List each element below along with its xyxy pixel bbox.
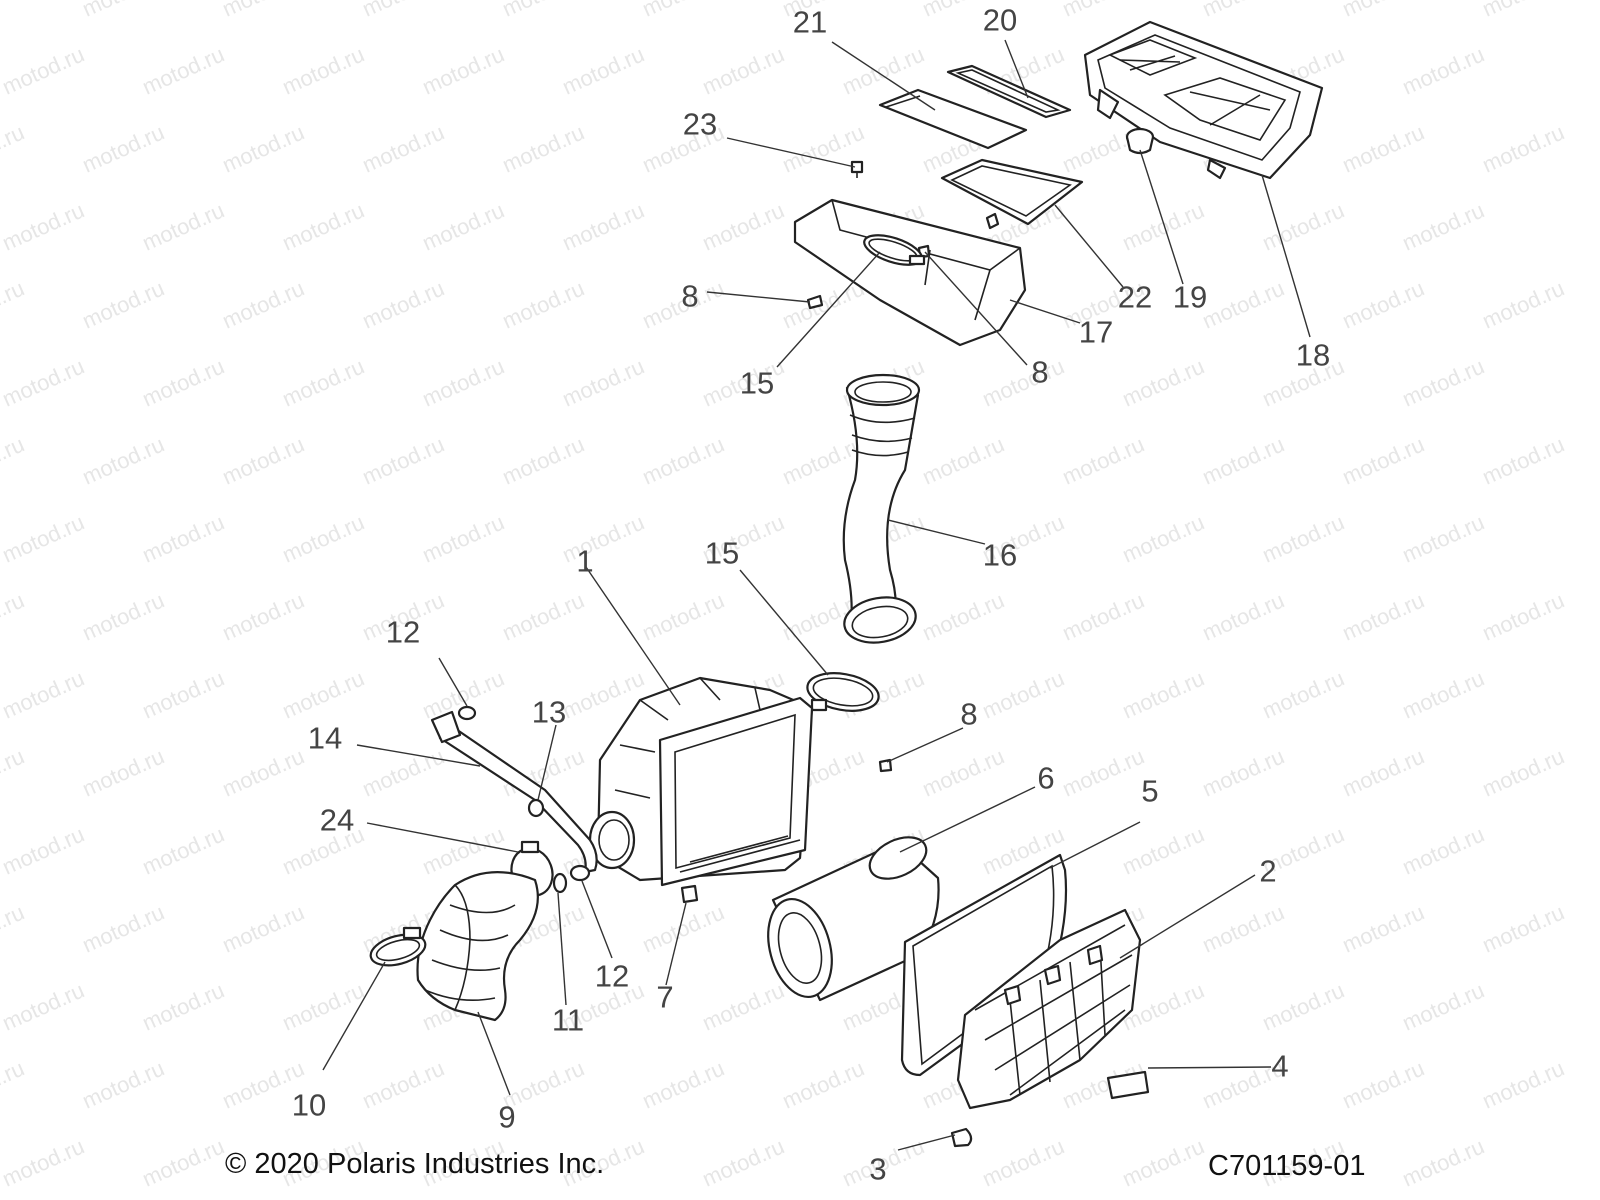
callout-13: 13	[531, 694, 567, 730]
part-20-seal-strip	[946, 64, 1072, 119]
callout-15-lower: 15	[704, 535, 740, 571]
part-23-fastener	[850, 160, 864, 178]
callout-1: 1	[576, 543, 594, 579]
part-1-airbox-housing	[588, 676, 814, 887]
leader-lines	[322, 39, 1311, 1151]
part-11-seal-ring	[552, 872, 568, 894]
callout-12-upper: 12	[385, 614, 421, 650]
callout-17: 17	[1078, 314, 1114, 350]
callout-4: 4	[1271, 1048, 1289, 1084]
copyright-notice: © 2020 Polaris Industries Inc.	[225, 1148, 605, 1180]
callout-9: 9	[498, 1099, 516, 1135]
callout-8-middle: 8	[1031, 354, 1049, 390]
part-19-grommet	[1125, 127, 1155, 155]
callout-22: 22	[1117, 279, 1153, 315]
callout-2: 2	[1259, 853, 1277, 889]
callout-18: 18	[1295, 337, 1331, 373]
callout-16: 16	[982, 537, 1018, 573]
callout-8-lower: 8	[960, 696, 978, 732]
part-17-duct-cover	[793, 198, 1027, 347]
callout-6: 6	[1037, 760, 1055, 796]
part-3-clip	[950, 1127, 973, 1148]
drawing-number: C701159-01	[1208, 1150, 1366, 1182]
callout-14: 14	[307, 720, 343, 756]
part-12-hose-clamps	[457, 705, 591, 882]
callout-7: 7	[656, 979, 674, 1015]
callout-21: 21	[792, 4, 828, 40]
callout-3: 3	[869, 1151, 887, 1187]
part-16-intake-hose	[842, 373, 921, 644]
callout-23: 23	[682, 106, 718, 142]
part-15-clamp-upper	[863, 234, 926, 266]
part-13-clamp	[527, 798, 545, 818]
part-21-foam-pad	[878, 88, 1028, 150]
callout-20: 20	[982, 2, 1018, 38]
part-22-gasket	[940, 158, 1084, 226]
callout-10: 10	[291, 1087, 327, 1123]
callout-11: 11	[551, 1002, 585, 1038]
callout-5: 5	[1141, 773, 1159, 809]
callout-8-upper: 8	[681, 278, 699, 314]
part-15-clamp-lower	[806, 672, 880, 712]
part-18-intake-grille	[1083, 20, 1324, 180]
callout-24: 24	[319, 802, 355, 838]
callout-19: 19	[1172, 279, 1208, 315]
part-4-label	[1106, 1070, 1150, 1100]
part-10-clamp	[369, 926, 427, 967]
part-7-drain-valve	[680, 884, 699, 904]
part-2-airbox-lid	[956, 908, 1142, 1110]
callout-15-upper: 15	[739, 365, 775, 401]
callout-12-lower: 12	[594, 958, 630, 994]
part-9-outlet-boot	[416, 871, 539, 1022]
part-14-breather-hose	[430, 710, 598, 874]
